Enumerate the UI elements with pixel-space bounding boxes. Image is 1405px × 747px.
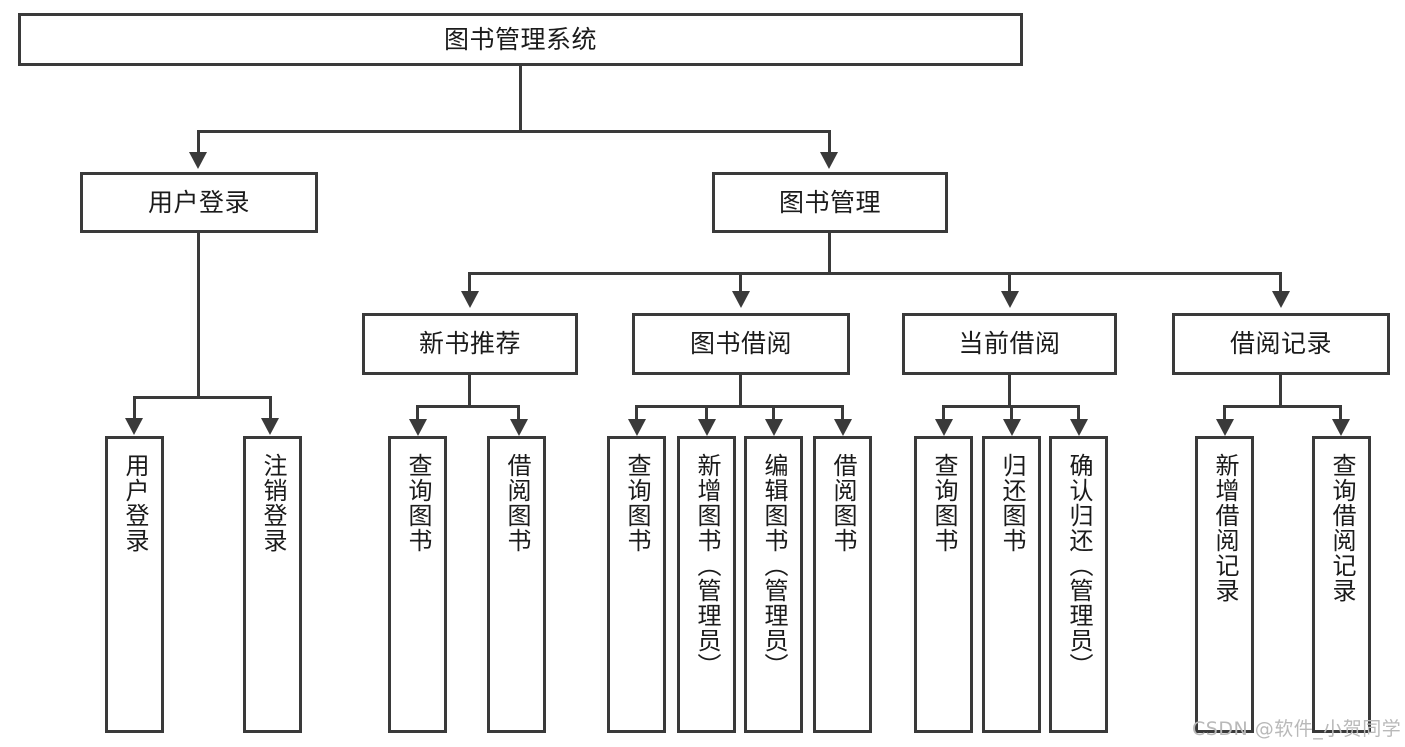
arrow-login-leaf-1 <box>125 418 143 435</box>
arrow-borrow-leaf-2 <box>698 419 716 436</box>
edge-recommend-drop-2 <box>517 405 520 419</box>
edge-login-drop-1 <box>133 396 136 418</box>
leaf-label: 用户登录 <box>120 453 149 553</box>
edge-bookmgmt-bar <box>468 272 1282 275</box>
edge-recommend-bar <box>416 405 520 408</box>
edge-borrow-drop-2 <box>705 405 708 419</box>
node-book-management-label: 图书管理 <box>778 187 881 217</box>
node-borrow-record[interactable]: 借阅记录 <box>1172 313 1390 375</box>
leaf-query-book-current[interactable]: 查询图书 <box>914 436 973 733</box>
arrow-login-leaf-2 <box>261 418 279 435</box>
watermark: CSDN @软件_小贺同学 <box>1192 718 1402 740</box>
edge-login-drop-2 <box>269 396 272 418</box>
edge-root-bar <box>197 130 831 133</box>
node-current-borrow[interactable]: 当前借阅 <box>902 313 1117 375</box>
leaf-label: 新增图书（管理员） <box>692 453 721 678</box>
arrow-borrow-leaf-4 <box>834 419 852 436</box>
arrow-current-leaf-3 <box>1070 419 1088 436</box>
edge-root-to-bookmgmt <box>828 130 831 152</box>
leaf-user-logout[interactable]: 注销登录 <box>243 436 302 733</box>
arrow-root-to-bookmgmt <box>820 152 838 169</box>
arrow-record-leaf-2 <box>1332 419 1350 436</box>
edge-recommend-stem <box>468 375 471 405</box>
edge-borrow-stem <box>739 375 742 405</box>
arrow-bookmgmt-cat-4 <box>1272 291 1290 308</box>
edge-borrow-drop-1 <box>635 405 638 419</box>
node-root-label: 图书管理系统 <box>443 24 597 54</box>
edge-bookmgmt-drop-4 <box>1279 272 1282 291</box>
arrow-record-leaf-1 <box>1216 419 1234 436</box>
node-book-borrow-label: 图书借阅 <box>689 329 792 359</box>
edge-borrow-bar <box>635 405 844 408</box>
arrow-bookmgmt-cat-2 <box>732 291 750 308</box>
leaf-label: 查询借阅记录 <box>1327 453 1356 603</box>
arrow-root-to-login <box>189 152 207 169</box>
node-new-book-recommend[interactable]: 新书推荐 <box>362 313 578 375</box>
edge-borrow-drop-4 <box>841 405 844 419</box>
node-borrow-record-label: 借阅记录 <box>1229 329 1332 359</box>
node-book-management[interactable]: 图书管理 <box>712 172 948 233</box>
edge-login-stem <box>197 233 200 396</box>
leaf-label: 借阅图书 <box>828 453 857 553</box>
edge-record-drop-1 <box>1223 405 1226 419</box>
node-current-borrow-label: 当前借阅 <box>958 329 1061 359</box>
arrow-current-leaf-1 <box>935 419 953 436</box>
leaf-borrow-book[interactable]: 借阅图书 <box>813 436 872 733</box>
leaf-query-borrow-record[interactable]: 查询借阅记录 <box>1312 436 1371 733</box>
leaf-borrow-book-recommend[interactable]: 借阅图书 <box>487 436 546 733</box>
edge-bookmgmt-drop-1 <box>468 272 471 291</box>
arrow-borrow-leaf-1 <box>628 419 646 436</box>
arrow-borrow-leaf-3 <box>765 419 783 436</box>
edge-root-stem <box>519 66 522 130</box>
leaf-label: 查询图书 <box>403 453 432 553</box>
leaf-label: 归还图书 <box>997 453 1026 553</box>
leaf-label: 新增借阅记录 <box>1210 453 1239 603</box>
edge-bookmgmt-drop-2 <box>739 272 742 291</box>
edge-record-bar <box>1223 405 1342 408</box>
leaf-query-book-recommend[interactable]: 查询图书 <box>388 436 447 733</box>
leaf-label: 借阅图书 <box>502 453 531 553</box>
leaf-label: 注销登录 <box>258 453 287 553</box>
node-user-login[interactable]: 用户登录 <box>80 172 318 233</box>
edge-record-stem <box>1279 375 1282 405</box>
edge-root-to-login <box>197 130 200 152</box>
edge-record-drop-2 <box>1339 405 1342 419</box>
leaf-label: 确认归还（管理员） <box>1064 453 1093 678</box>
arrow-bookmgmt-cat-1 <box>461 291 479 308</box>
leaf-user-login[interactable]: 用户登录 <box>105 436 164 733</box>
edge-login-bar <box>133 396 269 399</box>
leaf-return-book[interactable]: 归还图书 <box>982 436 1041 733</box>
arrow-current-leaf-2 <box>1003 419 1021 436</box>
node-book-borrow[interactable]: 图书借阅 <box>632 313 850 375</box>
leaf-label: 查询图书 <box>929 453 958 553</box>
leaf-label: 编辑图书（管理员） <box>759 453 788 678</box>
arrow-recommend-leaf-2 <box>510 419 528 436</box>
edge-borrow-drop-3 <box>772 405 775 419</box>
node-new-book-recommend-label: 新书推荐 <box>418 329 521 359</box>
edge-current-drop-1 <box>942 405 945 419</box>
edge-recommend-drop-1 <box>416 405 419 419</box>
edge-current-drop-2 <box>1010 405 1013 419</box>
leaf-add-borrow-record[interactable]: 新增借阅记录 <box>1195 436 1254 733</box>
leaf-edit-book-admin[interactable]: 编辑图书（管理员） <box>744 436 803 733</box>
edge-bookmgmt-drop-3 <box>1008 272 1011 291</box>
leaf-label: 查询图书 <box>622 453 651 553</box>
edge-current-stem <box>1008 375 1011 405</box>
leaf-add-book-admin[interactable]: 新增图书（管理员） <box>677 436 736 733</box>
edge-bookmgmt-stem <box>828 233 831 274</box>
arrow-recommend-leaf-1 <box>409 419 427 436</box>
node-root[interactable]: 图书管理系统 <box>18 13 1023 66</box>
leaf-confirm-return-admin[interactable]: 确认归还（管理员） <box>1049 436 1108 733</box>
arrow-bookmgmt-cat-3 <box>1001 291 1019 308</box>
edge-current-drop-3 <box>1077 405 1080 419</box>
leaf-query-book-borrow[interactable]: 查询图书 <box>607 436 666 733</box>
node-user-login-label: 用户登录 <box>147 187 250 217</box>
